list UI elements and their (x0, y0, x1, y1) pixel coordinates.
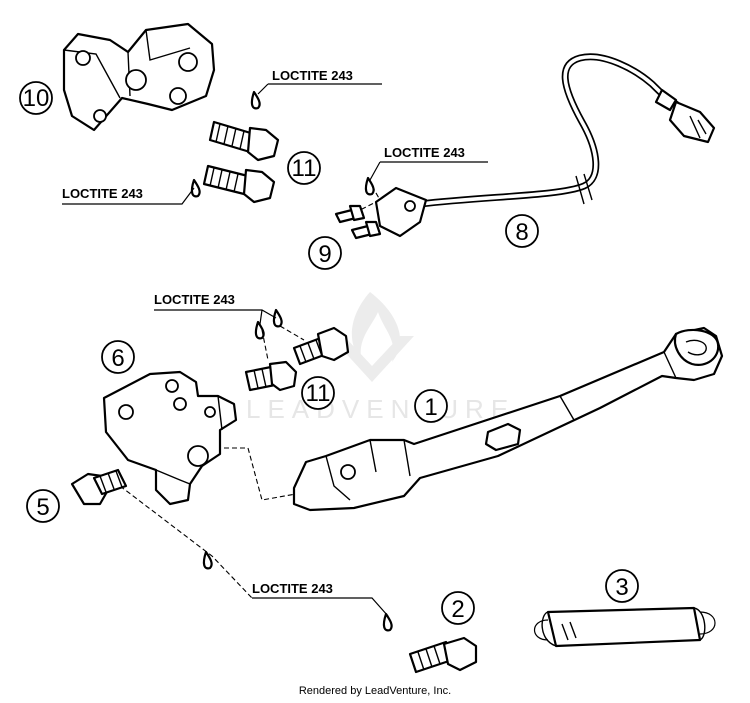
watermark-text: LEADVENTURE (246, 394, 515, 424)
part-6-bracket-plate (102, 370, 238, 506)
loctite-label-middle: LOCTITE 243 (154, 292, 235, 307)
callout-number-11-upper: 11 (292, 155, 317, 182)
part-2-stud (408, 636, 478, 674)
loctite-label-top: LOCTITE 243 (272, 68, 353, 83)
part-9-screws (334, 204, 382, 240)
callout-number-1: 1 (424, 394, 437, 421)
callout-11-upper: 11 (287, 151, 321, 185)
part-10-bracket-block (62, 22, 216, 132)
callout-number-10: 10 (23, 85, 50, 112)
callout-number-2: 2 (451, 596, 464, 623)
part-11-bolts-upper (202, 120, 280, 204)
part-8-sensor-cable (374, 53, 716, 238)
callout-1: 1 (414, 389, 448, 423)
callout-8: 8 (505, 214, 539, 248)
callout-number-6: 6 (111, 345, 124, 372)
callout-3: 3 (605, 569, 639, 603)
callout-9: 9 (308, 236, 342, 270)
callout-number-11-lower: 11 (306, 380, 331, 407)
callout-5: 5 (26, 489, 60, 523)
callout-11-lower: 11 (301, 376, 335, 410)
loctite-label-left: LOCTITE 243 (62, 186, 143, 201)
callout-6: 6 (101, 340, 135, 374)
leadventure-watermark: LEADVENTURE (246, 292, 515, 424)
callout-10: 10 (19, 81, 53, 115)
part-1-side-stand (292, 326, 724, 512)
callout-number-3: 3 (615, 574, 628, 601)
loctite-label-sensor: LOCTITE 243 (384, 145, 465, 160)
loctite-label-bottom: LOCTITE 243 (252, 581, 333, 596)
loctite-labels: LOCTITE 243 LOCTITE 243 LOCTITE 243 LOCT… (62, 68, 465, 596)
callout-2: 2 (441, 591, 475, 625)
callout-number-9: 9 (318, 241, 331, 268)
part-5-bolt (70, 468, 128, 506)
callout-number-5: 5 (36, 494, 49, 521)
part-3-spring (533, 606, 716, 648)
callout-number-8: 8 (515, 219, 528, 246)
part-11-bolts-lower (244, 326, 350, 392)
footer-credit: Rendered by LeadVenture, Inc. (299, 685, 451, 697)
